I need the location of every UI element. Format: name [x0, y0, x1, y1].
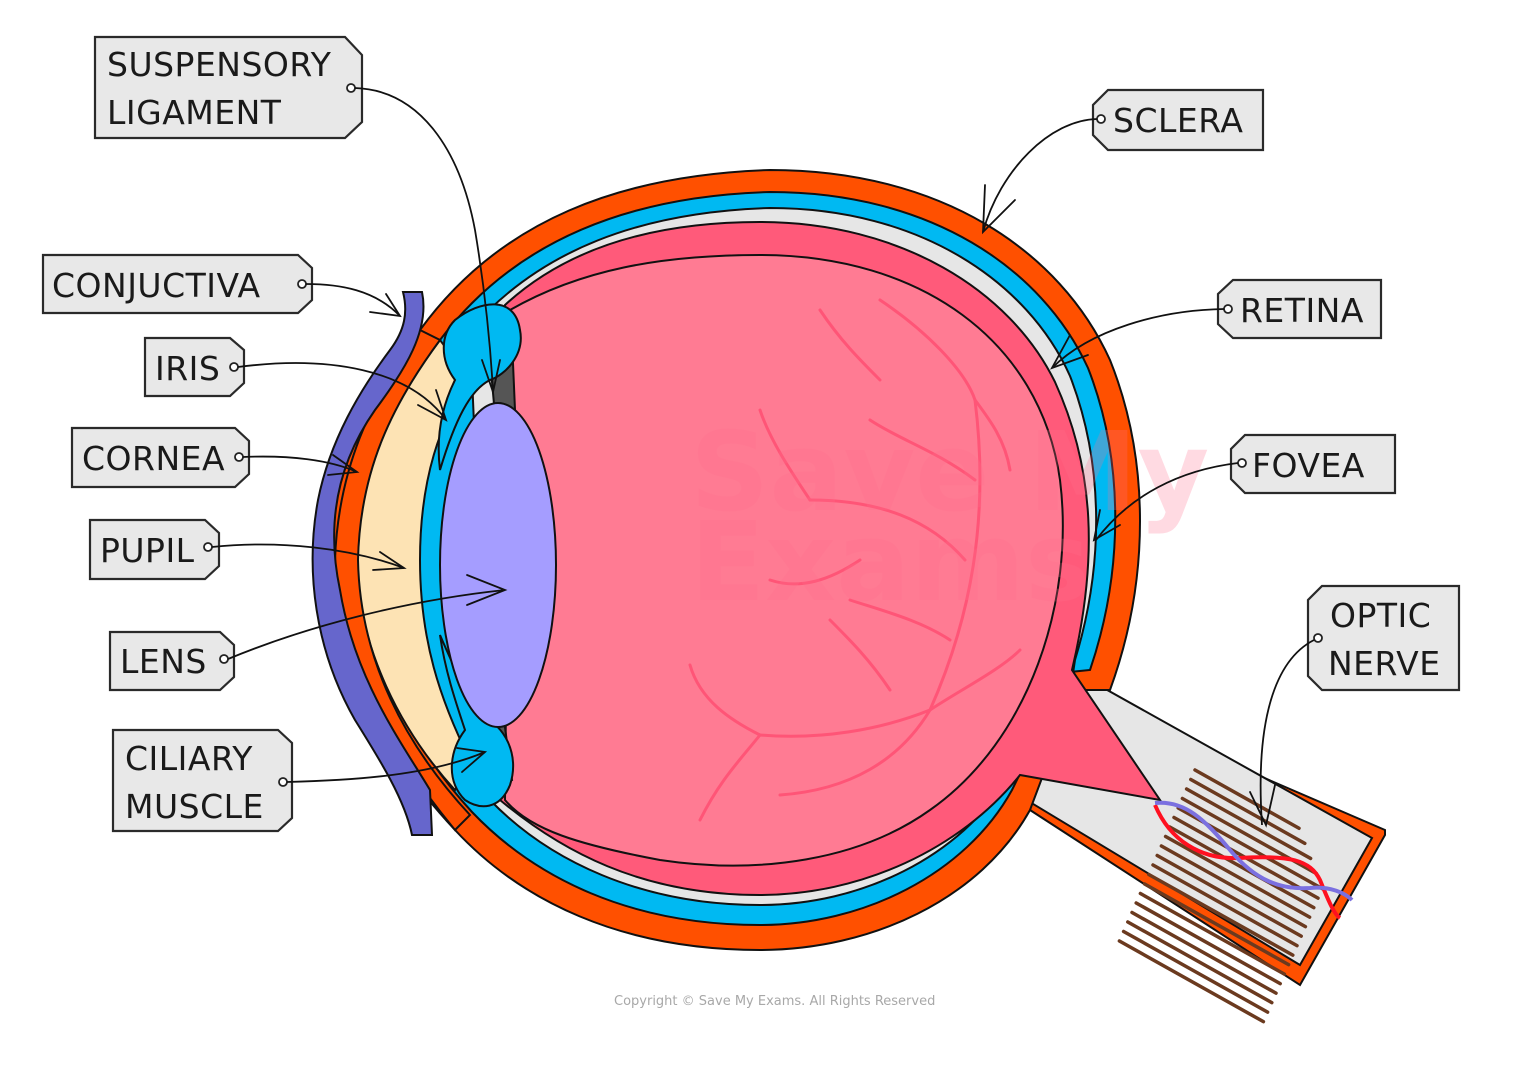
ciliary-body-upper — [437, 303, 522, 471]
optic-vein — [1154, 800, 1354, 902]
eyeball — [328, 168, 1163, 952]
retinal-blood-vessels — [688, 298, 1022, 822]
nerve-fibre — [1142, 882, 1291, 967]
nerve-fibre — [1159, 844, 1308, 929]
label-suspensory-ligament: SUSPENSORY LIGAMENT — [93, 35, 501, 396]
svg-text:MUSCLE: MUSCLE — [125, 787, 264, 826]
svg-text:LIGAMENT: LIGAMENT — [107, 93, 282, 132]
nerve-fibre — [1168, 825, 1316, 910]
label-pupil: PUPIL — [88, 518, 407, 581]
label-optic-nerve: OPTIC NERVE — [1249, 584, 1461, 828]
label-iris: IRIS — [143, 336, 448, 422]
nerve-fibre — [1121, 929, 1270, 1014]
label-lens: LENS — [108, 574, 508, 692]
nerve-fibre — [1155, 853, 1303, 938]
nerve-fibre — [1126, 920, 1274, 1005]
nerve-fibre — [1147, 872, 1295, 957]
nerve-fibre — [1184, 787, 1313, 861]
nerve-fibre — [1189, 777, 1307, 846]
svg-text:Exams: Exams — [690, 498, 1090, 626]
svg-text:CILIARY: CILIARY — [125, 739, 253, 778]
label-conjunctiva: CONJUCTIVA — [41, 253, 402, 318]
svg-text:RETINA: RETINA — [1240, 291, 1364, 330]
nerve-fibre — [1117, 939, 1266, 1024]
watermark: Save My Exams — [690, 408, 1209, 626]
label-retina: RETINA — [1050, 278, 1383, 370]
nerve-fibre — [1130, 910, 1278, 995]
copyright-notice: Copyright © Save My Exams. All Rights Re… — [614, 994, 935, 1009]
label-fovea: FOVEA — [1092, 433, 1397, 542]
svg-text:SCLERA: SCLERA — [1113, 101, 1243, 140]
svg-text:OPTIC: OPTIC — [1330, 596, 1431, 635]
svg-text:CONJUCTIVA: CONJUCTIVA — [52, 266, 261, 305]
nerve-fibre — [1138, 891, 1287, 976]
svg-text:IRIS: IRIS — [155, 349, 220, 388]
label-ciliary-muscle: CILIARY MUSCLE — [111, 728, 488, 833]
lens — [439, 402, 557, 728]
svg-text:Save My: Save My — [690, 408, 1209, 536]
label-sclera: SCLERA — [982, 88, 1265, 235]
front-of-eye — [311, 291, 557, 836]
conjunctiva — [311, 291, 434, 836]
cornea — [333, 328, 472, 832]
nerve-fibre — [1163, 834, 1312, 919]
svg-text:CORNEA: CORNEA — [82, 439, 225, 478]
svg-text:PUPIL: PUPIL — [100, 531, 195, 570]
nerve-fibre — [1193, 768, 1301, 830]
svg-text:FOVEA: FOVEA — [1252, 446, 1365, 485]
svg-text:SUSPENSORY: SUSPENSORY — [107, 45, 332, 84]
optic-artery — [1153, 804, 1342, 920]
label-cornea: CORNEA — [70, 426, 360, 489]
svg-text:LENS: LENS — [120, 642, 207, 681]
svg-text:NERVE: NERVE — [1328, 644, 1441, 683]
nerve-fibre — [1134, 901, 1282, 986]
nerve-fibre — [1151, 863, 1299, 948]
